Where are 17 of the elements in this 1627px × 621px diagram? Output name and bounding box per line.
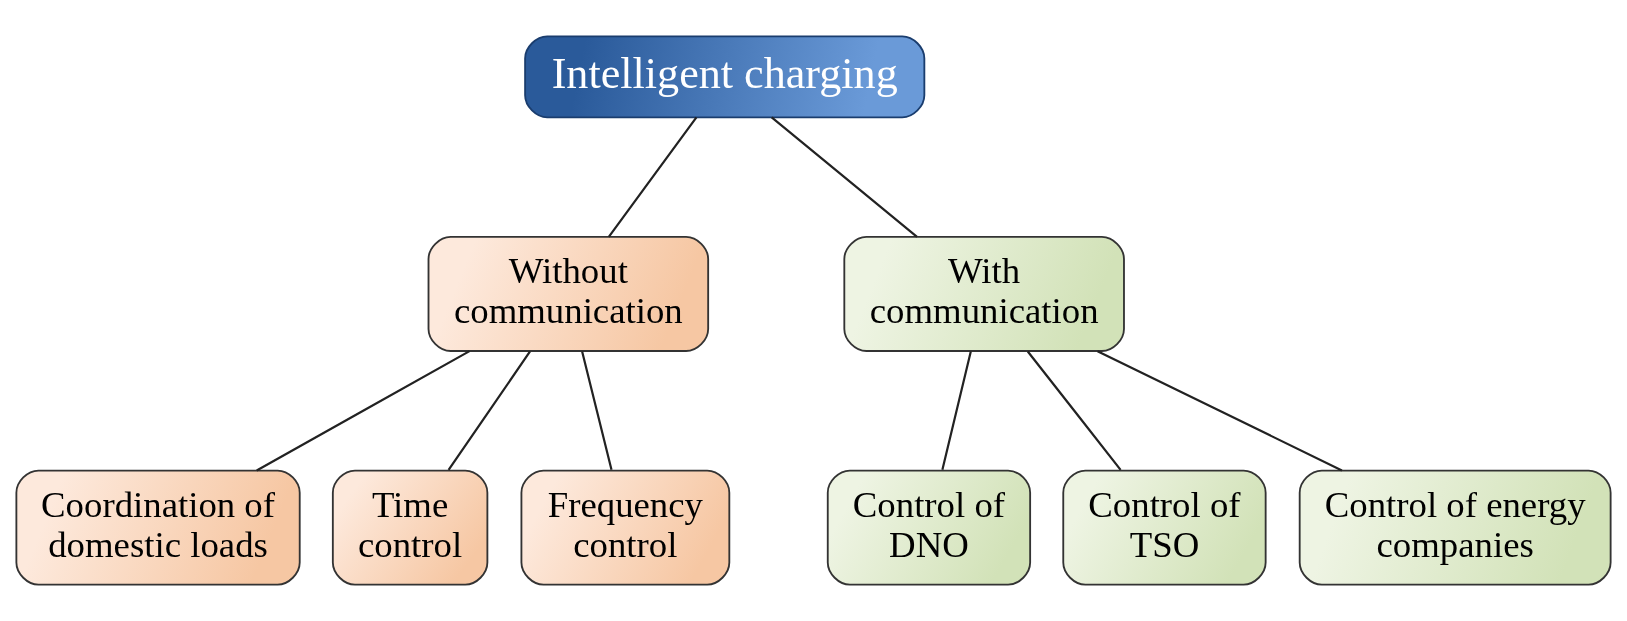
connector <box>581 351 613 471</box>
node-box: Without communication <box>427 236 710 352</box>
node-box: Time control <box>331 469 489 586</box>
node-box: With communication <box>843 236 1125 352</box>
node-box: Frequency control <box>520 469 731 586</box>
connector <box>941 351 972 471</box>
node-box: Control of TSO <box>1062 469 1267 586</box>
connector <box>1097 350 1343 472</box>
connector <box>1026 350 1122 471</box>
node-box: Control of DNO <box>826 469 1032 586</box>
node-box: Control of energy companies <box>1298 469 1612 586</box>
connector <box>447 350 531 471</box>
node-box: Intelligent charging <box>524 35 926 119</box>
connector <box>607 116 698 238</box>
node-box: Coordination of domestic loads <box>15 469 301 586</box>
connector <box>256 350 471 472</box>
connector <box>771 116 918 238</box>
